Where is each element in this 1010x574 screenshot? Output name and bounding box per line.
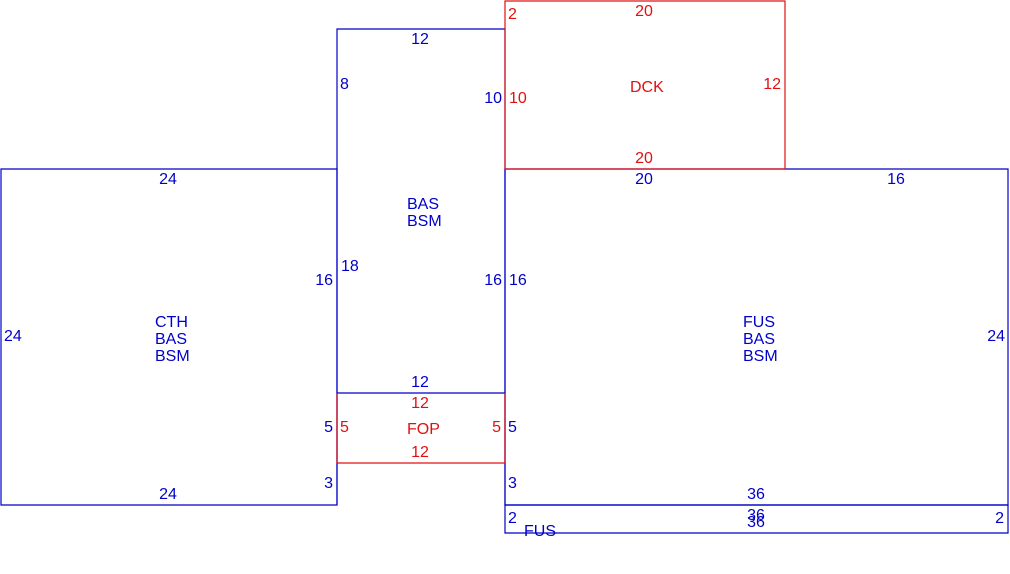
cth-label-line2: BAS xyxy=(155,331,187,348)
dim-strip-bottom: 36 xyxy=(747,514,765,531)
cth-label-line3: BSM xyxy=(155,348,190,365)
cth-label-line1: CTH xyxy=(155,314,188,331)
bas-label-line2: BSM xyxy=(407,213,442,230)
dim-bas-left-upper: 8 xyxy=(340,76,349,93)
dim-cth-left: 24 xyxy=(4,328,22,345)
dim-cth-right-lower: 3 xyxy=(324,475,333,492)
fus-strip-label: FUS xyxy=(524,523,556,540)
dim-bas-side-left: 5 xyxy=(324,419,333,436)
fop-area-outline xyxy=(336,393,506,464)
dim-fus-left: 16 xyxy=(509,272,527,289)
dim-cth-right: 16 xyxy=(315,272,333,289)
dim-strip-left: 2 xyxy=(508,510,517,527)
dim-dck-bottom: 20 xyxy=(635,150,653,167)
fop-label: FOP xyxy=(407,421,440,438)
dim-fop-left: 5 xyxy=(340,419,349,436)
dim-dck-left: 10 xyxy=(509,90,527,107)
dim-dck-left-top: 2 xyxy=(508,6,517,23)
dim-bas-bottom: 12 xyxy=(411,374,429,391)
dim-fus-bottom: 36 xyxy=(747,486,765,503)
fus-label-line1: FUS xyxy=(743,314,775,331)
dim-fus-right: 24 xyxy=(987,328,1005,345)
bas-label-line1: BAS xyxy=(407,196,439,213)
fus-label-line2: BAS xyxy=(743,331,775,348)
dim-bas-top: 12 xyxy=(411,31,429,48)
dim-bas-right-upper: 10 xyxy=(484,90,502,107)
dim-fop-right: 5 xyxy=(492,419,501,436)
dck-area-outline xyxy=(504,0,786,170)
dim-fus-top-right: 16 xyxy=(887,171,905,188)
fus-strip-outline xyxy=(504,504,1009,534)
dim-fus-side-left: 5 xyxy=(508,419,517,436)
dim-cth-bottom: 24 xyxy=(159,486,177,503)
dim-fus-left-lower: 3 xyxy=(508,475,517,492)
dim-cth-top: 24 xyxy=(159,171,177,188)
dck-label: DCK xyxy=(630,79,664,96)
dim-fus-top-left: 20 xyxy=(635,171,653,188)
dim-strip-right: 2 xyxy=(995,510,1004,527)
fus-label-line3: BSM xyxy=(743,348,778,365)
dim-fop-top: 12 xyxy=(411,395,429,412)
dim-dck-right: 12 xyxy=(763,76,781,93)
dim-fop-bottom: 12 xyxy=(411,444,429,461)
dim-dck-top: 20 xyxy=(635,3,653,20)
dim-strip-top: 36 xyxy=(747,507,765,524)
dim-bas-right-lower: 16 xyxy=(484,272,502,289)
dim-bas-left-lower: 18 xyxy=(341,258,359,275)
